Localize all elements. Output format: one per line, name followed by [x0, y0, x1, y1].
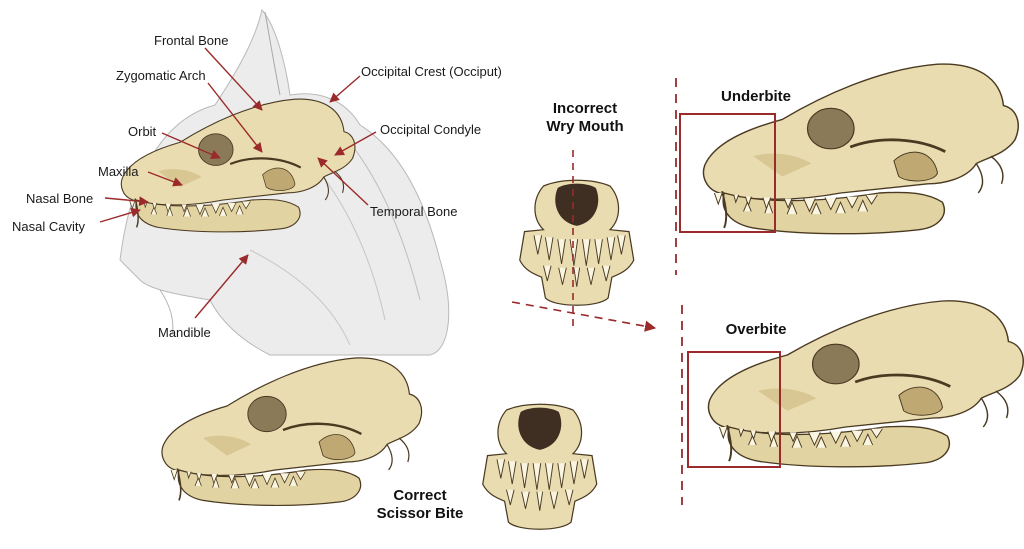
label-nasal-cavity: Nasal Cavity [12, 219, 85, 234]
label-occipital-crest: Occipital Crest (Occiput) [361, 64, 502, 79]
anatomy-leaders [99, 47, 377, 319]
label-nasal-bone: Nasal Bone [26, 191, 94, 206]
label-maxilla: Maxilla [98, 164, 139, 179]
label-temporal-bone: Temporal Bone [370, 204, 458, 219]
wry-mouth-skull [519, 179, 635, 306]
heading-correct-line2: Scissor Bite [376, 505, 464, 522]
scissor-bite-side-skull [160, 356, 423, 507]
label-frontal-bone: Frontal Bone [154, 33, 229, 48]
heading-incorrect-line1: Incorrect [552, 100, 618, 117]
underbite-highlight-box [679, 113, 776, 233]
heading-overbite: Overbite [725, 321, 787, 338]
label-occipital-condyle: Occipital Condyle [380, 122, 482, 137]
heading-correct-line1: Correct [393, 487, 447, 504]
heading-incorrect-wry-mouth: Incorrect Wry Mouth [530, 100, 640, 136]
label-mandible: Mandible [158, 325, 211, 340]
label-orbit: Orbit [128, 124, 157, 139]
overbite-highlight-box [687, 351, 781, 468]
scissor-bite-front-skull [482, 403, 598, 530]
label-zygomatic-arch: Zygomatic Arch [116, 68, 206, 83]
heading-incorrect-line2: Wry Mouth [546, 118, 624, 135]
heading-correct-scissor-bite: Correct Scissor Bite [365, 487, 475, 523]
wry-to-bite-arrow [511, 301, 657, 332]
heading-underbite: Underbite [720, 88, 791, 105]
